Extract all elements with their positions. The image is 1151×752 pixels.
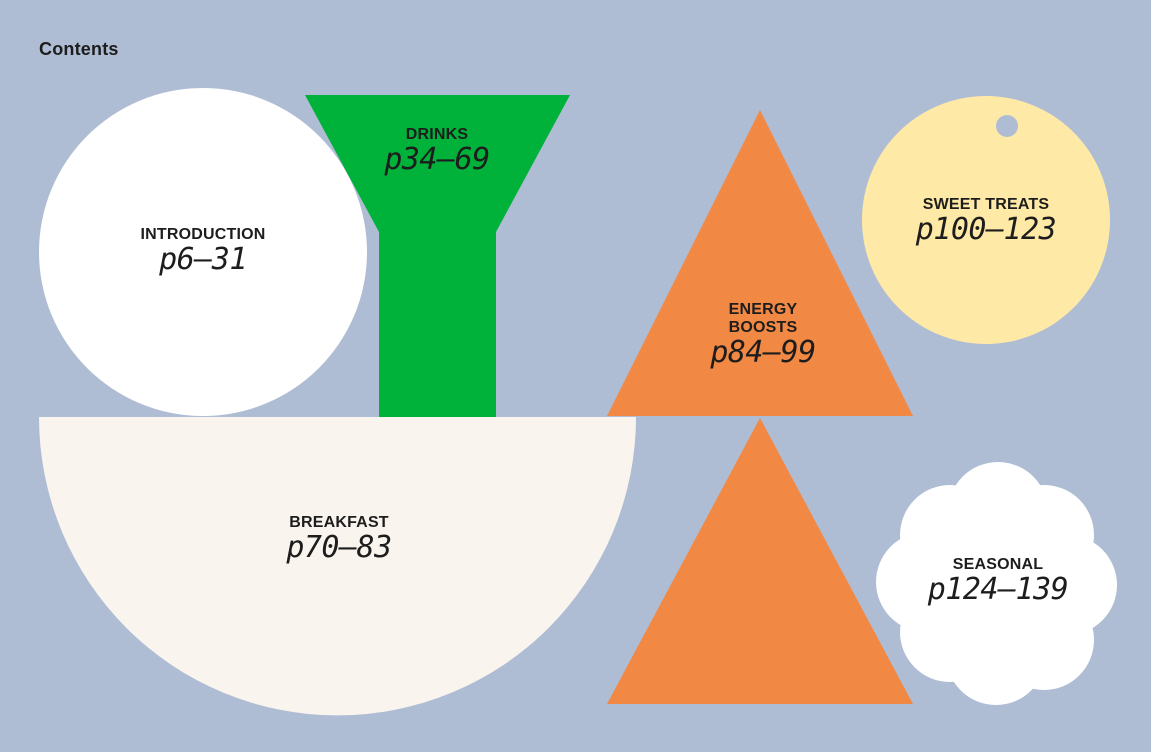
introduction-circle-icon[interactable] — [39, 88, 367, 416]
energy-boosts-pages: p84–99 — [710, 335, 816, 370]
sweet-treats-label[interactable]: SWEET TREATS p100–123 — [916, 196, 1057, 246]
seasonal-title: SEASONAL — [952, 556, 1044, 573]
energy-boosts-triangle-icon[interactable] — [607, 110, 913, 416]
sweet-treats-title: SWEET TREATS — [922, 196, 1050, 213]
introduction-pages: p6–31 — [159, 242, 247, 277]
breakfast-half-circle-icon[interactable] — [39, 417, 636, 716]
sweet-treats-pages: p100–123 — [915, 212, 1057, 247]
drinks-title: DRINKS — [405, 126, 469, 143]
seasonal-cloud-icon[interactable] — [876, 462, 1117, 705]
seasonal-label[interactable]: SEASONAL p124–139 — [928, 556, 1069, 606]
energy-boosts-title-line2: BOOSTS — [728, 319, 798, 336]
energy-boosts-title-line1: ENERGY — [728, 301, 798, 318]
breakfast-title: BREAKFAST — [289, 514, 389, 531]
drinks-label[interactable]: DRINKS p34–69 — [384, 126, 490, 177]
introduction-title: INTRODUCTION — [140, 226, 266, 243]
energy-boosts-label[interactable]: ENERGY BOOSTS p84–99 — [710, 301, 816, 370]
drinks-pages: p34–69 — [384, 142, 490, 177]
tag-hole-icon — [996, 115, 1018, 137]
breakfast-pages: p70–83 — [286, 530, 392, 565]
seasonal-pages: p124–139 — [927, 572, 1069, 607]
decorative-triangle-icon — [607, 418, 913, 704]
drinks-funnel-icon[interactable] — [305, 95, 570, 417]
sweet-treats-tag-circle-icon[interactable] — [862, 96, 1110, 344]
breakfast-label[interactable]: BREAKFAST p70–83 — [286, 514, 392, 565]
page-title: Contents — [39, 39, 119, 59]
introduction-label[interactable]: INTRODUCTION p6–31 — [140, 226, 265, 276]
